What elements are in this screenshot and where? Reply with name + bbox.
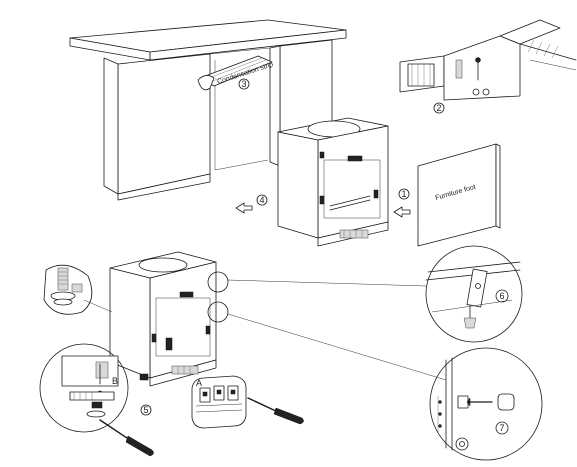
svg-text:4: 4 — [259, 195, 264, 205]
detail-7-side-fixing — [429, 347, 543, 461]
step-7-marker: 7 — [495, 421, 509, 435]
dishwasher-middle — [277, 117, 389, 247]
svg-text:2: 2 — [436, 103, 441, 113]
detail-5-foot-adjust — [39, 343, 129, 433]
svg-text:5: 5 — [143, 405, 148, 415]
kitchen-cabinet — [69, 19, 347, 201]
svg-text:1: 1 — [401, 189, 406, 199]
detail-a-plinth-bracket — [191, 375, 247, 429]
screwdriver-icon — [247, 397, 304, 425]
screw-icon — [466, 397, 493, 407]
detail-callout-7-origin — [207, 301, 229, 323]
detail-2-hinge-view — [399, 19, 577, 101]
svg-text:6: 6 — [499, 291, 504, 301]
step-3-marker: 3 — [238, 78, 250, 90]
arrow-left-icon — [235, 202, 253, 214]
leveling-foot-icon — [43, 264, 113, 315]
step-5-marker: 5 — [140, 404, 152, 416]
svg-text:3: 3 — [241, 79, 246, 89]
step-6-marker: 6 — [495, 289, 509, 303]
arrow-left-icon — [393, 206, 411, 218]
detail-callout-6-origin — [207, 271, 229, 293]
screwdriver-icon — [99, 419, 154, 457]
step-4-marker: 4 — [256, 194, 268, 206]
screw-icon — [475, 57, 481, 81]
dishwasher-bottom — [109, 251, 217, 387]
step-1-marker: 1 — [398, 188, 410, 200]
furniture-foot-panel — [417, 143, 501, 247]
point-b-label: B — [112, 376, 118, 386]
step-2-marker: 2 — [433, 102, 445, 114]
point-a-label: A — [196, 378, 202, 388]
detail-6-top-fixing — [425, 245, 523, 343]
svg-text:7: 7 — [499, 423, 504, 433]
